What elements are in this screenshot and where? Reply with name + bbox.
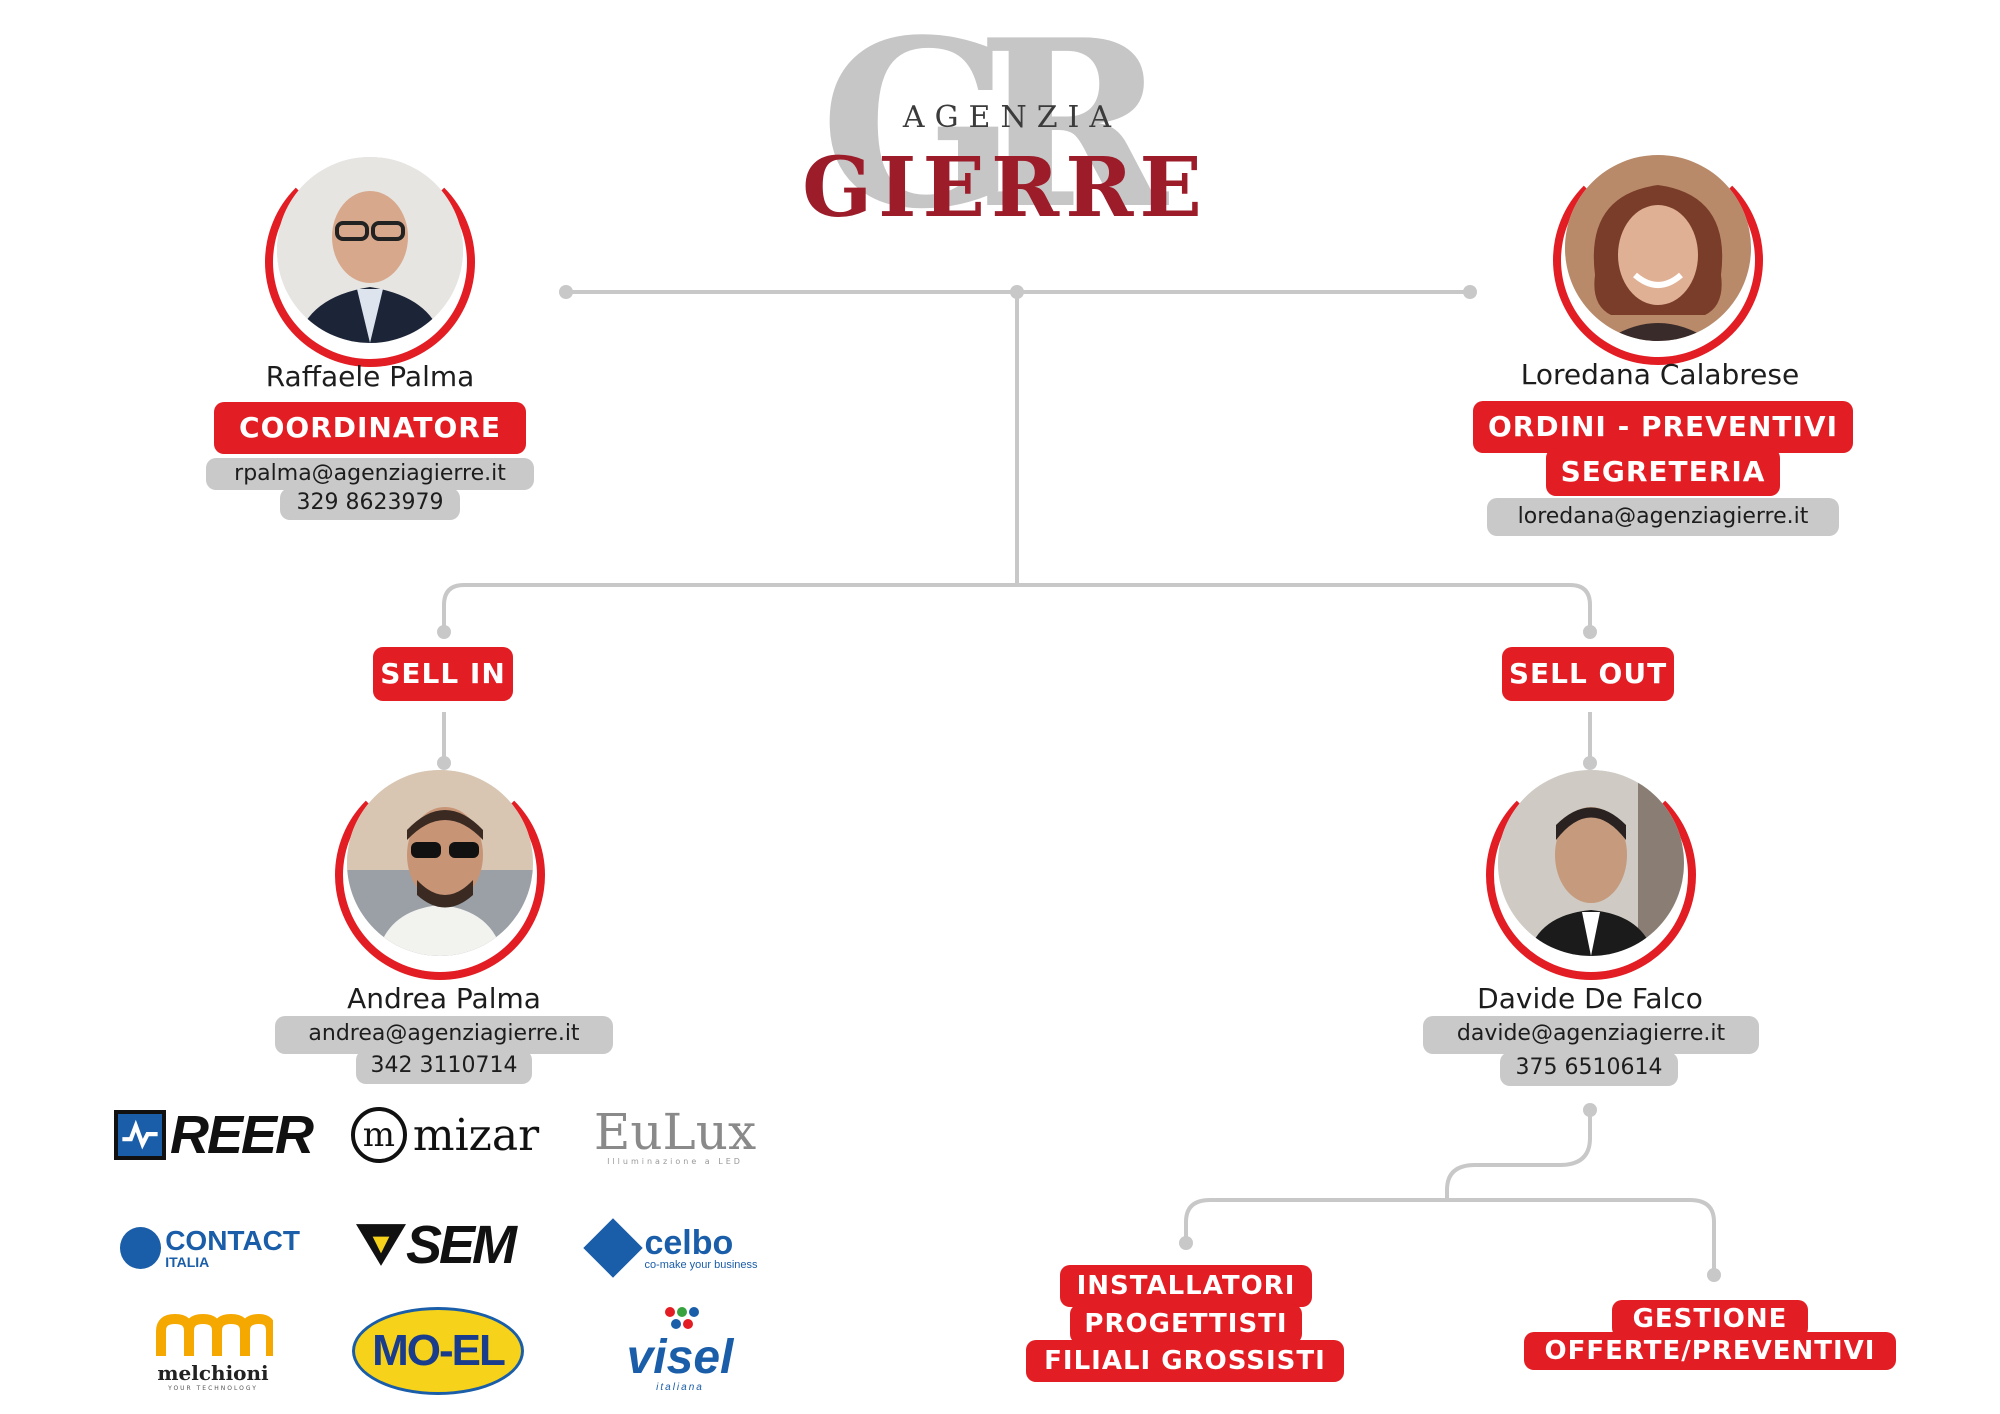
avatar-andrea [335, 770, 545, 980]
moel-wordmark: MO-EL [372, 1326, 506, 1375]
reer-wordmark: REER [169, 1105, 314, 1165]
avatar-loredana [1553, 155, 1763, 365]
phone-raffaele[interactable]: 329 8623979 [280, 488, 460, 520]
role-badge-segreteria: SEGRETERIA [1546, 448, 1780, 496]
phone-andrea[interactable]: 342 3110714 [356, 1050, 532, 1084]
brand-logo-moel: MO-EL [352, 1306, 524, 1396]
person-name-loredana: Loredana Calabrese [1520, 358, 1800, 391]
sem-mark-icon [355, 1224, 406, 1266]
melchioni-wordmark: melchioni [157, 1360, 269, 1385]
brand-logo-eulux: EuLux Illuminazione a LED [590, 1098, 760, 1174]
person-name-raffaele: Raffaele Palma [265, 360, 475, 393]
branch-badge-sell-out: SELL OUT [1502, 647, 1674, 701]
avatar-davide [1486, 770, 1696, 980]
logo-monogram: GR [820, 0, 1168, 260]
target-badge-filiali-grossisti: FILIALI GROSSISTI [1026, 1340, 1344, 1382]
sem-wordmark: SEM [405, 1215, 517, 1275]
visel-wordmark: visel [626, 1330, 734, 1384]
logo-gierre-text: GIERRE [802, 140, 1208, 236]
target-badge-progettisti: PROGETTISTI [1070, 1304, 1302, 1344]
celbo-tagline: co-make your business [644, 1258, 758, 1271]
email-loredana[interactable]: loredana@agenziagierre.it [1487, 498, 1839, 536]
brand-logo-sem: SEM [345, 1205, 525, 1285]
contact-wordmark: CONTACT [165, 1225, 300, 1256]
branch-badge-sell-in: SELL IN [373, 647, 513, 701]
person-name-andrea: Andrea Palma [347, 982, 541, 1015]
role-badge-ordini-preventivi: ORDINI - PREVENTIVI [1473, 401, 1853, 453]
melchioni-tagline: YOUR TECHNOLOGY [168, 1384, 258, 1392]
visel-mark-icon [665, 1306, 699, 1329]
eulux-wordmark: EuLux [593, 1102, 757, 1161]
logo-agenzia-text: AGENZIA [902, 100, 1122, 135]
celbo-wordmark: celbo [644, 1223, 734, 1262]
brand-logo-visel: visel italiana [610, 1298, 750, 1398]
email-andrea[interactable]: andrea@agenziagierre.it [275, 1016, 613, 1054]
visel-tagline: italiana [656, 1381, 704, 1393]
reer-mark-icon [113, 1110, 166, 1160]
celbo-mark-icon [583, 1218, 644, 1278]
melchioni-mark-icon [156, 1313, 273, 1356]
phone-davide[interactable]: 375 6510614 [1500, 1052, 1678, 1086]
person-name-davide: Davide De Falco [1477, 982, 1703, 1015]
brand-logo-reer: REER [113, 1100, 314, 1170]
avatar-raffaele [265, 157, 475, 367]
email-davide[interactable]: davide@agenziagierre.it [1423, 1016, 1759, 1054]
role-badge-coordinatore: COORDINATORE [214, 402, 526, 454]
contact-mark-icon [120, 1227, 162, 1269]
brand-logo-contact: CONTACT ITALIA [120, 1218, 300, 1278]
brand-logo-mizar: m mizar [350, 1100, 540, 1170]
target-badge-offerte-preventivi: OFFERTE/PREVENTIVI [1524, 1332, 1896, 1370]
eulux-tagline: Illuminazione a LED [607, 1156, 743, 1166]
brand-logo-melchioni: melchioni YOUR TECHNOLOGY [138, 1306, 288, 1396]
mizar-mark-icon: m [350, 1107, 407, 1163]
email-raffaele[interactable]: rpalma@agenziagierre.it [206, 458, 534, 490]
target-badge-installatori: INSTALLATORI [1060, 1265, 1312, 1307]
brand-logo-celbo: celbo co-make your business [580, 1218, 770, 1278]
target-badge-gestione: GESTIONE [1612, 1300, 1808, 1338]
contact-subtitle: ITALIA [165, 1254, 210, 1270]
mizar-wordmark: mizar [412, 1109, 540, 1161]
